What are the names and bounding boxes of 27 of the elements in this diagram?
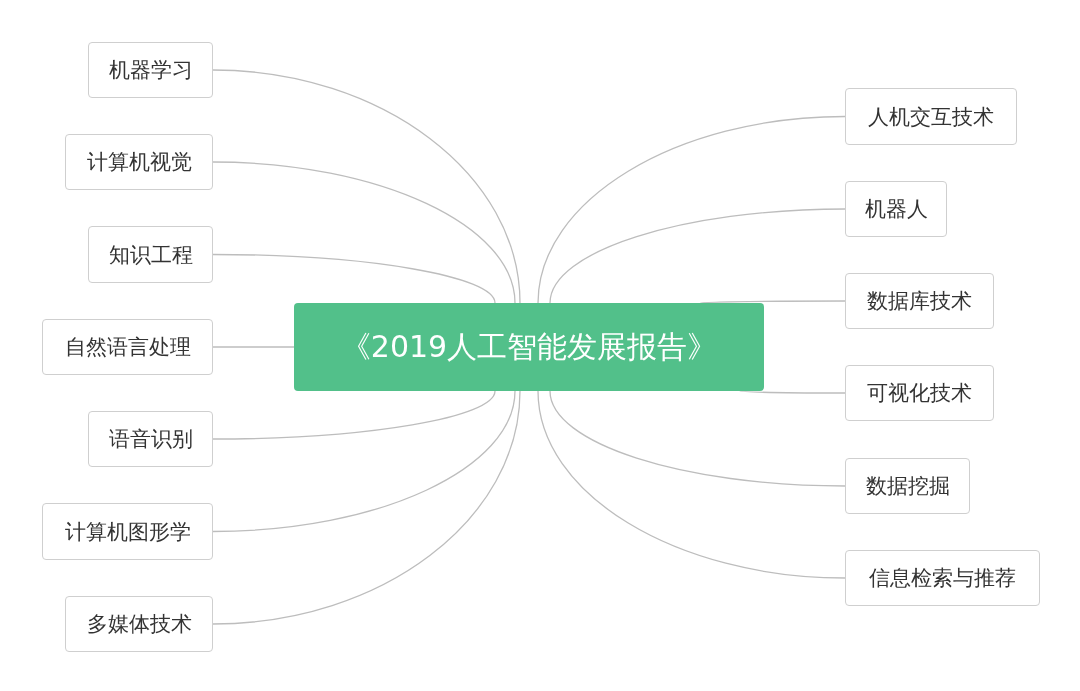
topic-box: 计算机视觉 — [65, 134, 213, 190]
connector-line — [212, 390, 516, 533]
topic-box: 多媒体技术 — [65, 596, 213, 652]
connector-line — [212, 253, 496, 304]
topic-box: 机器学习 — [88, 42, 213, 98]
connector-line — [212, 161, 516, 304]
topic-box: 可视化技术 — [845, 365, 994, 421]
connector-line — [739, 390, 846, 394]
connector-line — [212, 69, 521, 304]
connector-line — [212, 390, 496, 440]
connector-line — [212, 346, 295, 348]
connector-line — [699, 300, 846, 304]
connector-line — [537, 115, 846, 304]
central-topic-box: 《2019人工智能发展报告》 — [294, 303, 764, 391]
topic-box: 自然语言处理 — [42, 319, 213, 375]
topic-box: 机器人 — [845, 181, 947, 237]
topic-box: 计算机图形学 — [42, 503, 213, 560]
topic-box: 数据挖掘 — [845, 458, 970, 514]
topic-box: 数据库技术 — [845, 273, 994, 329]
topic-box: 信息检索与推荐 — [845, 550, 1040, 606]
connector-line — [212, 390, 521, 625]
topic-box: 知识工程 — [88, 226, 213, 283]
connector-line — [549, 208, 846, 304]
connector-line — [549, 390, 846, 487]
connector-line — [537, 390, 846, 579]
topic-box: 语音识别 — [88, 411, 213, 467]
topic-box: 人机交互技术 — [845, 88, 1017, 145]
